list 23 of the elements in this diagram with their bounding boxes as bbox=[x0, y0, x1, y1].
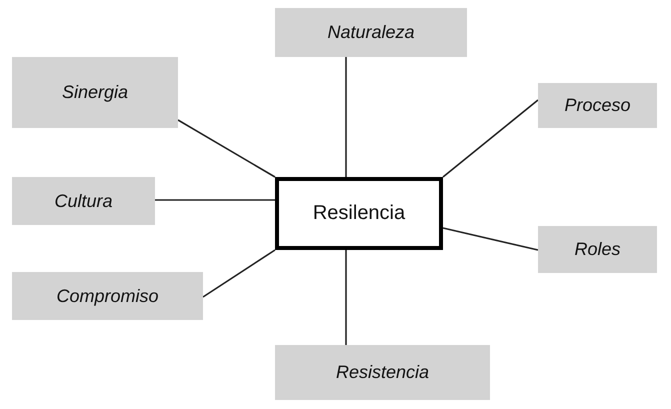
concept-box bbox=[538, 83, 657, 128]
concept-label: Proceso bbox=[564, 95, 631, 116]
connector-line bbox=[178, 119, 276, 178]
concept-box bbox=[275, 8, 467, 57]
connector-line bbox=[442, 227, 538, 251]
central-concept-box bbox=[275, 177, 443, 250]
concept-label: Naturaleza bbox=[327, 22, 415, 43]
concept-box bbox=[12, 272, 203, 320]
concept-label: Cultura bbox=[54, 190, 113, 212]
connector-line bbox=[442, 99, 538, 178]
concept-label: Resilencia bbox=[312, 202, 406, 225]
concept-label: Roles bbox=[574, 239, 621, 260]
connector-line bbox=[155, 199, 275, 201]
concept-label: Sinergia bbox=[62, 82, 128, 103]
concept-box bbox=[538, 226, 657, 273]
connector-line bbox=[345, 57, 347, 177]
concept-label: Resistencia bbox=[336, 362, 430, 383]
connector-line bbox=[202, 249, 276, 298]
concept-box bbox=[12, 57, 178, 128]
connector-line bbox=[345, 250, 347, 345]
concept-box bbox=[275, 345, 490, 400]
concept-box bbox=[12, 177, 155, 225]
concept-label: Compromiso bbox=[56, 286, 159, 306]
